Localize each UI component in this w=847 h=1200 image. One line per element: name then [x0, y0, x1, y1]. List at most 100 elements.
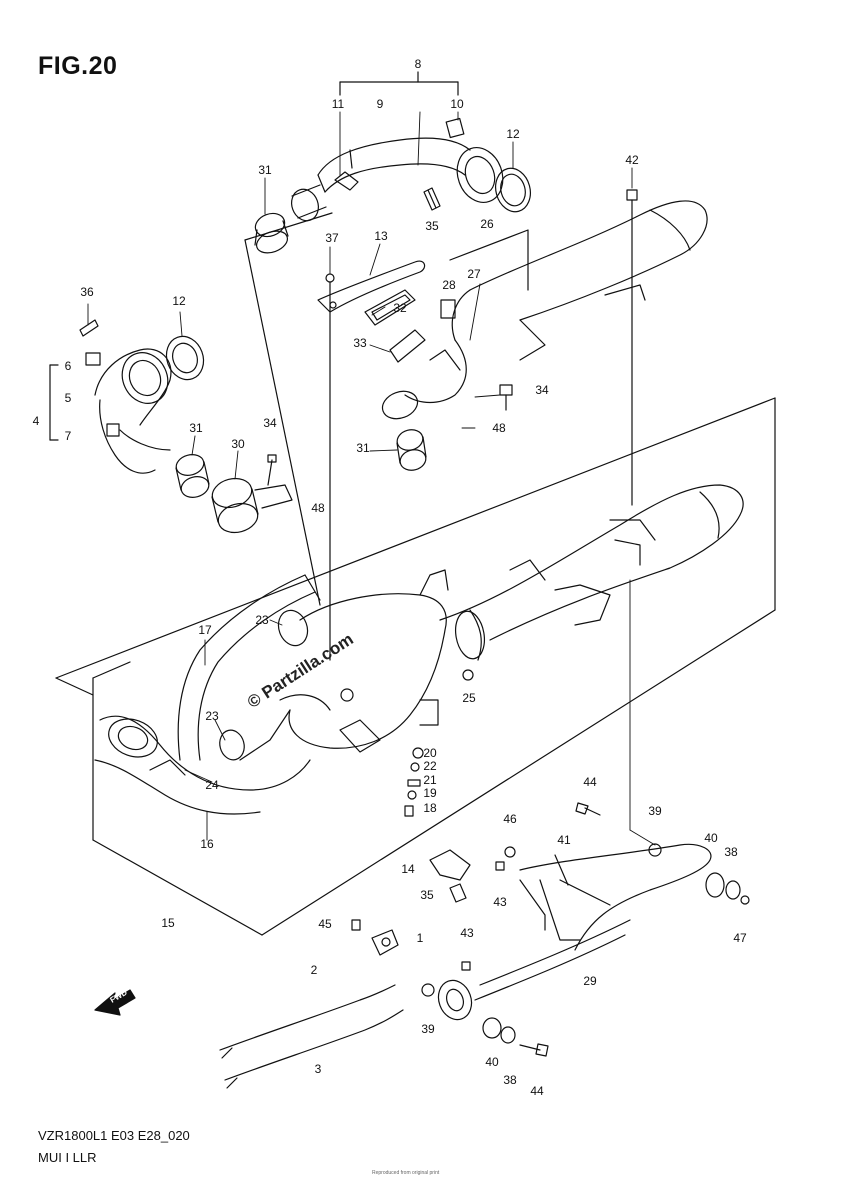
callout-26: 26	[480, 217, 494, 231]
callout-46: 46	[503, 812, 517, 826]
callout-38: 38	[724, 845, 738, 859]
callout-44: 44	[583, 775, 597, 789]
callout-48: 48	[492, 421, 506, 435]
callout-15: 15	[161, 916, 175, 930]
callout-41: 41	[557, 833, 571, 847]
callout-4: 4	[33, 414, 40, 428]
callout-20: 20	[423, 746, 437, 760]
connector-31-top	[254, 184, 327, 254]
callout-39: 39	[648, 804, 662, 818]
callout-36: 36	[80, 285, 94, 299]
washer-46	[504, 846, 516, 858]
pipe-16	[94, 715, 311, 815]
callout-40: 40	[704, 831, 718, 845]
footrest-bracket-29	[437, 843, 712, 1021]
muffler-rear-upper	[381, 200, 708, 420]
callout-44: 44	[530, 1084, 544, 1098]
callout-32: 32	[393, 301, 407, 315]
figure-title: FIG.20	[38, 52, 118, 80]
part-1-bracket	[371, 929, 399, 956]
callout-29: 29	[583, 974, 597, 988]
callout-43: 43	[493, 895, 507, 909]
callout-35: 35	[425, 219, 439, 233]
clamp-23-lower	[219, 729, 245, 761]
model-code: VZR1800L1 E03 E28_020	[38, 1128, 190, 1143]
hardware-stack	[404, 747, 424, 817]
bolt-34-right	[499, 384, 513, 411]
bolt-36	[79, 319, 99, 337]
callout-22: 22	[423, 759, 437, 773]
group-bracket-26	[449, 229, 529, 291]
callout-40: 40	[485, 1055, 499, 1069]
bolt-44-lower	[519, 1043, 549, 1057]
clamp-30	[211, 477, 293, 534]
callout-18: 18	[423, 801, 437, 815]
callout-23: 23	[205, 709, 219, 723]
callout-1: 1	[417, 931, 424, 945]
bolt-35-lower	[449, 883, 467, 903]
callout-11: 11	[332, 97, 345, 111]
callout-34: 34	[263, 416, 277, 430]
callout-16: 16	[200, 837, 214, 851]
callout-25: 25	[462, 691, 476, 705]
callout-14: 14	[401, 862, 415, 876]
callout-33: 33	[353, 336, 367, 350]
callout-12: 12	[172, 294, 186, 308]
bolt-44-upper	[575, 802, 601, 816]
callout-37: 37	[325, 231, 339, 245]
gasket-12-left	[165, 335, 205, 381]
bushing-40-right	[705, 872, 741, 900]
bolt-37	[325, 273, 335, 661]
clip-47	[740, 895, 750, 905]
callout-45: 45	[318, 917, 332, 931]
gasket-32	[364, 289, 416, 326]
callout-39: 39	[421, 1022, 435, 1036]
connector-31-middle	[396, 429, 427, 471]
gasket-12-top	[495, 167, 531, 213]
callout-38: 38	[503, 1073, 517, 1087]
callout-47: 47	[733, 931, 747, 945]
bolt-41	[554, 854, 569, 886]
callout-43: 43	[460, 926, 474, 940]
callout-17: 17	[198, 623, 212, 637]
callout-23: 23	[255, 613, 269, 627]
pipe-17	[177, 574, 321, 761]
callout-3: 3	[315, 1062, 322, 1076]
callout-19: 19	[423, 786, 437, 800]
collector-body	[239, 569, 449, 761]
callout-2: 2	[311, 963, 318, 977]
fine-print: Reproduced from original print	[372, 1170, 440, 1176]
clamp-23-upper	[277, 609, 309, 647]
callout-13: 13	[374, 229, 388, 243]
callout-30: 30	[231, 437, 245, 451]
group-frame-15	[55, 212, 776, 936]
callout-34: 34	[535, 383, 549, 397]
connector-31-left	[175, 454, 210, 498]
cable-3	[224, 1009, 404, 1089]
callout-31: 31	[356, 441, 370, 455]
callout-35: 35	[420, 888, 434, 902]
bolt-45	[351, 919, 361, 931]
callout-31: 31	[258, 163, 272, 177]
bolt-34-left	[267, 454, 277, 486]
cable-2	[219, 984, 396, 1059]
front-pipe-cluster-4	[49, 348, 172, 474]
leader-lines	[87, 111, 656, 846]
callout-8: 8	[415, 57, 422, 71]
bolt-42	[626, 189, 638, 506]
callout-28: 28	[442, 278, 456, 292]
callout-27: 27	[467, 267, 481, 281]
front-exhaust-pipe-upper	[317, 117, 504, 203]
group-bracket-8	[339, 71, 459, 96]
callout-21: 21	[423, 773, 437, 787]
bushing-40-lower	[482, 1017, 516, 1044]
fwd-arrow	[94, 989, 136, 1016]
callout-5: 5	[65, 391, 72, 405]
callout-10: 10	[450, 97, 464, 111]
main-muffler-assembly	[439, 484, 744, 661]
callout-24: 24	[205, 778, 219, 792]
washer-39	[421, 843, 662, 997]
